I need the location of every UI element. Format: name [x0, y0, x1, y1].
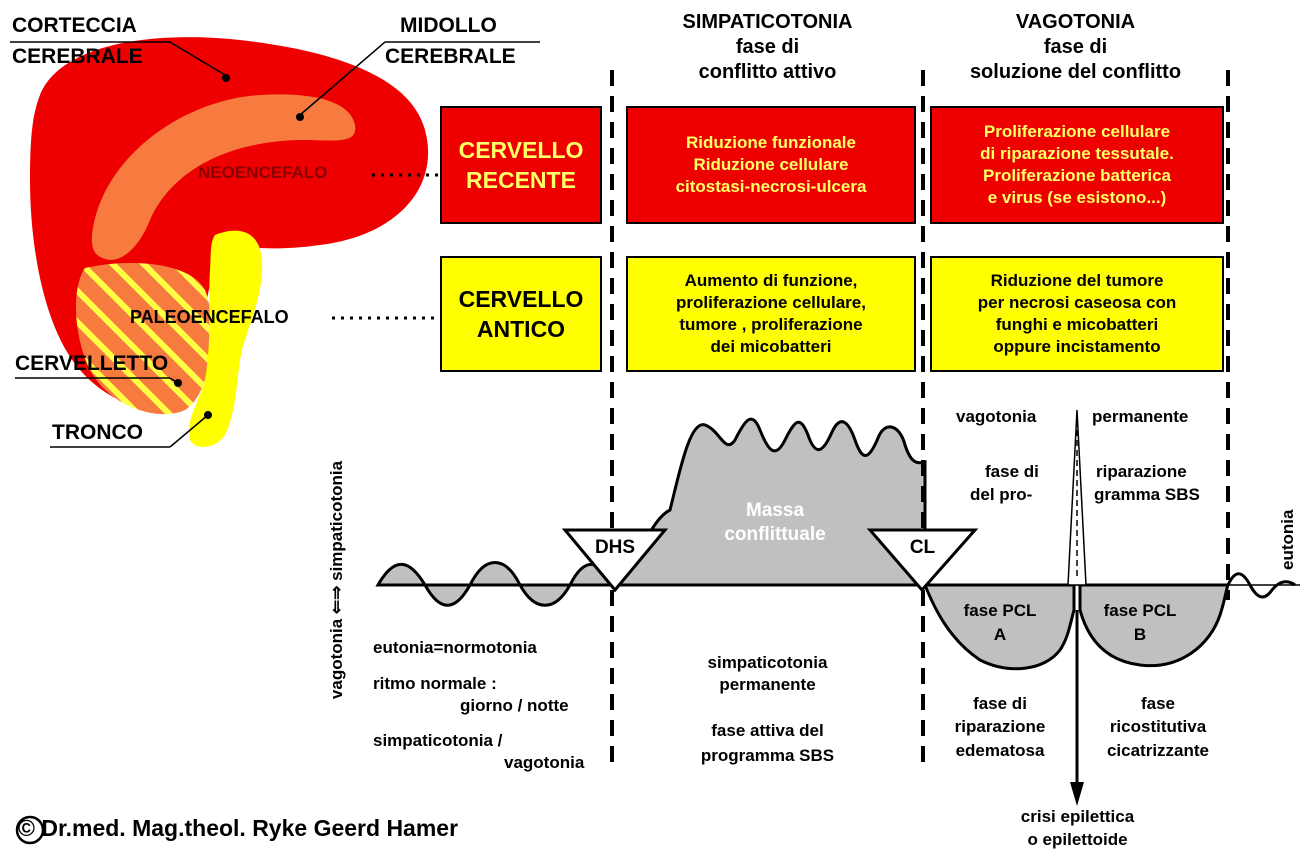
- label-neoencefalo: NEOENCEFALO: [198, 163, 328, 182]
- header-simpaticotonia-sub1: fase di: [735, 36, 800, 58]
- label-midollo-line1: MIDOLLO: [400, 14, 497, 37]
- phase-separators: [610, 70, 1230, 770]
- text-edem-1: fase di: [973, 694, 1027, 713]
- box-antico-fase-soluzione: Riduzione del tumore per necrosi caseosa…: [930, 256, 1224, 372]
- label-pcl-a-2: A: [993, 625, 1007, 644]
- text-crisi-2: o epilettoide: [1027, 830, 1128, 849]
- cl-triangle: [866, 528, 979, 593]
- label-conflittuale: conflittuale: [724, 524, 826, 545]
- dhs-triangle: [561, 528, 669, 593]
- box-recente-fase-attiva: Riduzione funzionale Riduzione cellulare…: [626, 106, 916, 224]
- midollo-shape: [91, 94, 356, 260]
- label-cl: CL: [909, 537, 936, 558]
- label-permanente: permanente: [1092, 407, 1189, 426]
- label-pcl-a-1: fase PCL: [963, 601, 1037, 620]
- label-corteccia-line1: CORTECCIA: [12, 14, 137, 37]
- label-pcl-b-2: B: [1133, 625, 1147, 644]
- label-vagotonia-perm: vagotonia: [956, 407, 1037, 426]
- brainstem-shape: [188, 230, 263, 447]
- copyright: © Dr.med. Mag.theol. Ryke Geerd Hamer: [18, 815, 459, 841]
- box-cervello-recente: CERVELLO RECENTE: [440, 106, 602, 224]
- normal-rhythm-curve: [375, 561, 615, 607]
- header-vagotonia-sub1: fase di: [1043, 36, 1108, 58]
- label-midollo-line2: CEREBRALE: [385, 45, 516, 68]
- text-edem-3: edematosa: [955, 741, 1045, 760]
- text-simp-perm-2: permanente: [719, 675, 816, 694]
- text-edem-2: riparazione: [954, 717, 1046, 736]
- label-riparazione: riparazione: [1096, 462, 1187, 481]
- box-recente-fase-soluzione: Proliferazione cellulare di riparazione …: [930, 106, 1224, 224]
- header-vagotonia-sub2: soluzione del conflitto: [969, 61, 1182, 83]
- text-cicat-2: ricostitutiva: [1109, 717, 1207, 736]
- pcl-a-area: [922, 583, 1076, 671]
- text-eutonia: eutonia=normotonia: [373, 638, 537, 657]
- text-simp-vago-2: vagotonia: [504, 753, 585, 772]
- cerebellum-shape: [75, 263, 213, 415]
- label-gramma-sbs: gramma SBS: [1094, 485, 1200, 504]
- crisis-spike: [1067, 409, 1087, 586]
- text-simp-perm-1: simpaticotonia: [707, 653, 828, 672]
- label-corteccia-line2: CEREBRALE: [12, 45, 143, 68]
- label-tronco: TRONCO: [52, 421, 143, 444]
- label-fase-di: fase di: [985, 462, 1039, 481]
- text-crisi-1: crisi epilettica: [1020, 807, 1135, 826]
- label-cervelletto: CERVELLETTO: [15, 352, 169, 375]
- axis-label-tonus: vagotonia ⇐⇒ simpaticotonia: [327, 460, 346, 700]
- label-paleoencefalo: PALEOENCEFALO: [130, 307, 289, 327]
- box-antico-fase-attiva: Aumento di funzione, proliferazione cell…: [626, 256, 916, 372]
- header-simpaticotonia: SIMPATICOTONIA: [682, 11, 853, 33]
- pcl-b-area: [1078, 583, 1231, 668]
- text-cicat-1: fase: [1140, 694, 1176, 713]
- label-lines: [10, 41, 540, 448]
- header-vagotonia: VAGOTONIA: [1015, 11, 1136, 33]
- header-simpaticotonia-sub2: conflitto attivo: [698, 61, 837, 83]
- label-pcl-b-1: fase PCL: [1103, 601, 1177, 620]
- mass-area: [611, 417, 927, 587]
- text-fase-attiva-1: fase attiva del: [711, 721, 824, 740]
- label-massa: Massa: [745, 500, 805, 521]
- eutonia-curve: [1226, 572, 1296, 599]
- text-fase-attiva-2: programma SBS: [700, 746, 835, 765]
- text-ritmo-1: ritmo normale :: [373, 674, 497, 693]
- label-del-pro: del pro-: [970, 485, 1033, 504]
- crisis-arrow-head: [1070, 782, 1084, 806]
- label-dhs: DHS: [594, 537, 636, 558]
- label-eutonia-right: eutonia: [1278, 509, 1297, 570]
- text-ritmo-2: giorno / notte: [460, 696, 569, 715]
- text-simp-vago-1: simpaticotonia /: [373, 731, 503, 750]
- text-cicat-3: cicatrizzante: [1106, 741, 1210, 760]
- box-cervello-antico: CERVELLO ANTICO: [440, 256, 602, 372]
